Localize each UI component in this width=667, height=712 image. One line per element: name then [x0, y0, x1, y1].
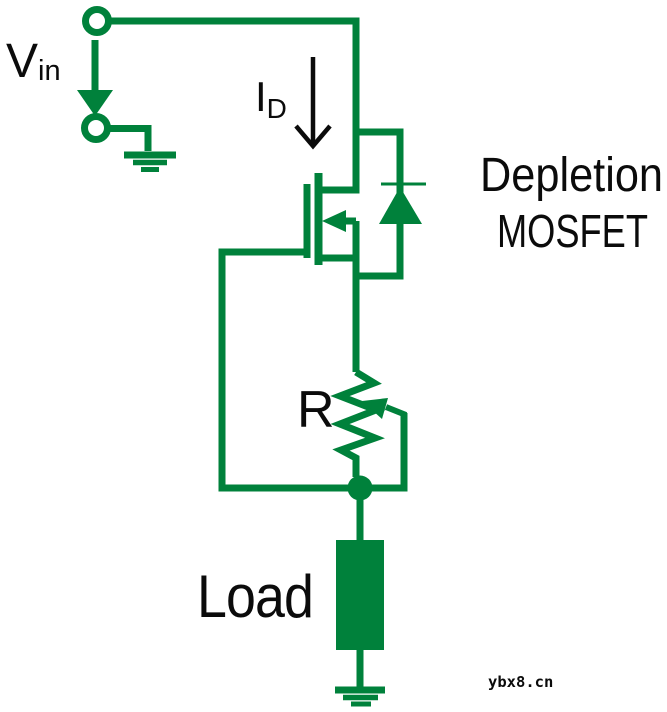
supply-wire: [111, 17, 360, 194]
vin-label: Vin: [6, 35, 61, 88]
drain-current-label: ID: [255, 73, 287, 124]
vin-label-sub: in: [38, 55, 61, 87]
output-ground-icon: [335, 686, 385, 707]
mosfet-label-line2: MOSFET: [497, 205, 648, 257]
drain-current-label-sub: D: [267, 93, 287, 124]
load-block-icon: [336, 477, 384, 688]
vin-polarity-arrow-icon: [77, 40, 113, 116]
mosfet-label-line1: Depletion: [480, 149, 663, 202]
gate-feedback-wire: [218, 248, 408, 492]
body-diode-icon: [356, 128, 426, 280]
watermark: ybx8.cn: [488, 673, 553, 691]
sense-resistor-icon: [330, 369, 408, 477]
input-ground-icon: [109, 125, 176, 172]
drain-current-label-main: I: [255, 73, 267, 120]
mosfet-body-arrow-icon: [322, 210, 356, 232]
resistor-label: R: [297, 381, 335, 439]
vin-source: [77, 6, 176, 172]
drain-current-arrow-icon: [294, 57, 332, 150]
load-label: Load: [197, 563, 313, 630]
vin-positive-terminal-icon: [82, 6, 112, 36]
vin-negative-terminal-icon: [81, 113, 111, 143]
mosfet-symbol: [303, 173, 360, 372]
resistor-wiper-arrow-icon: [362, 398, 408, 419]
vin-label-main: V: [6, 35, 38, 88]
